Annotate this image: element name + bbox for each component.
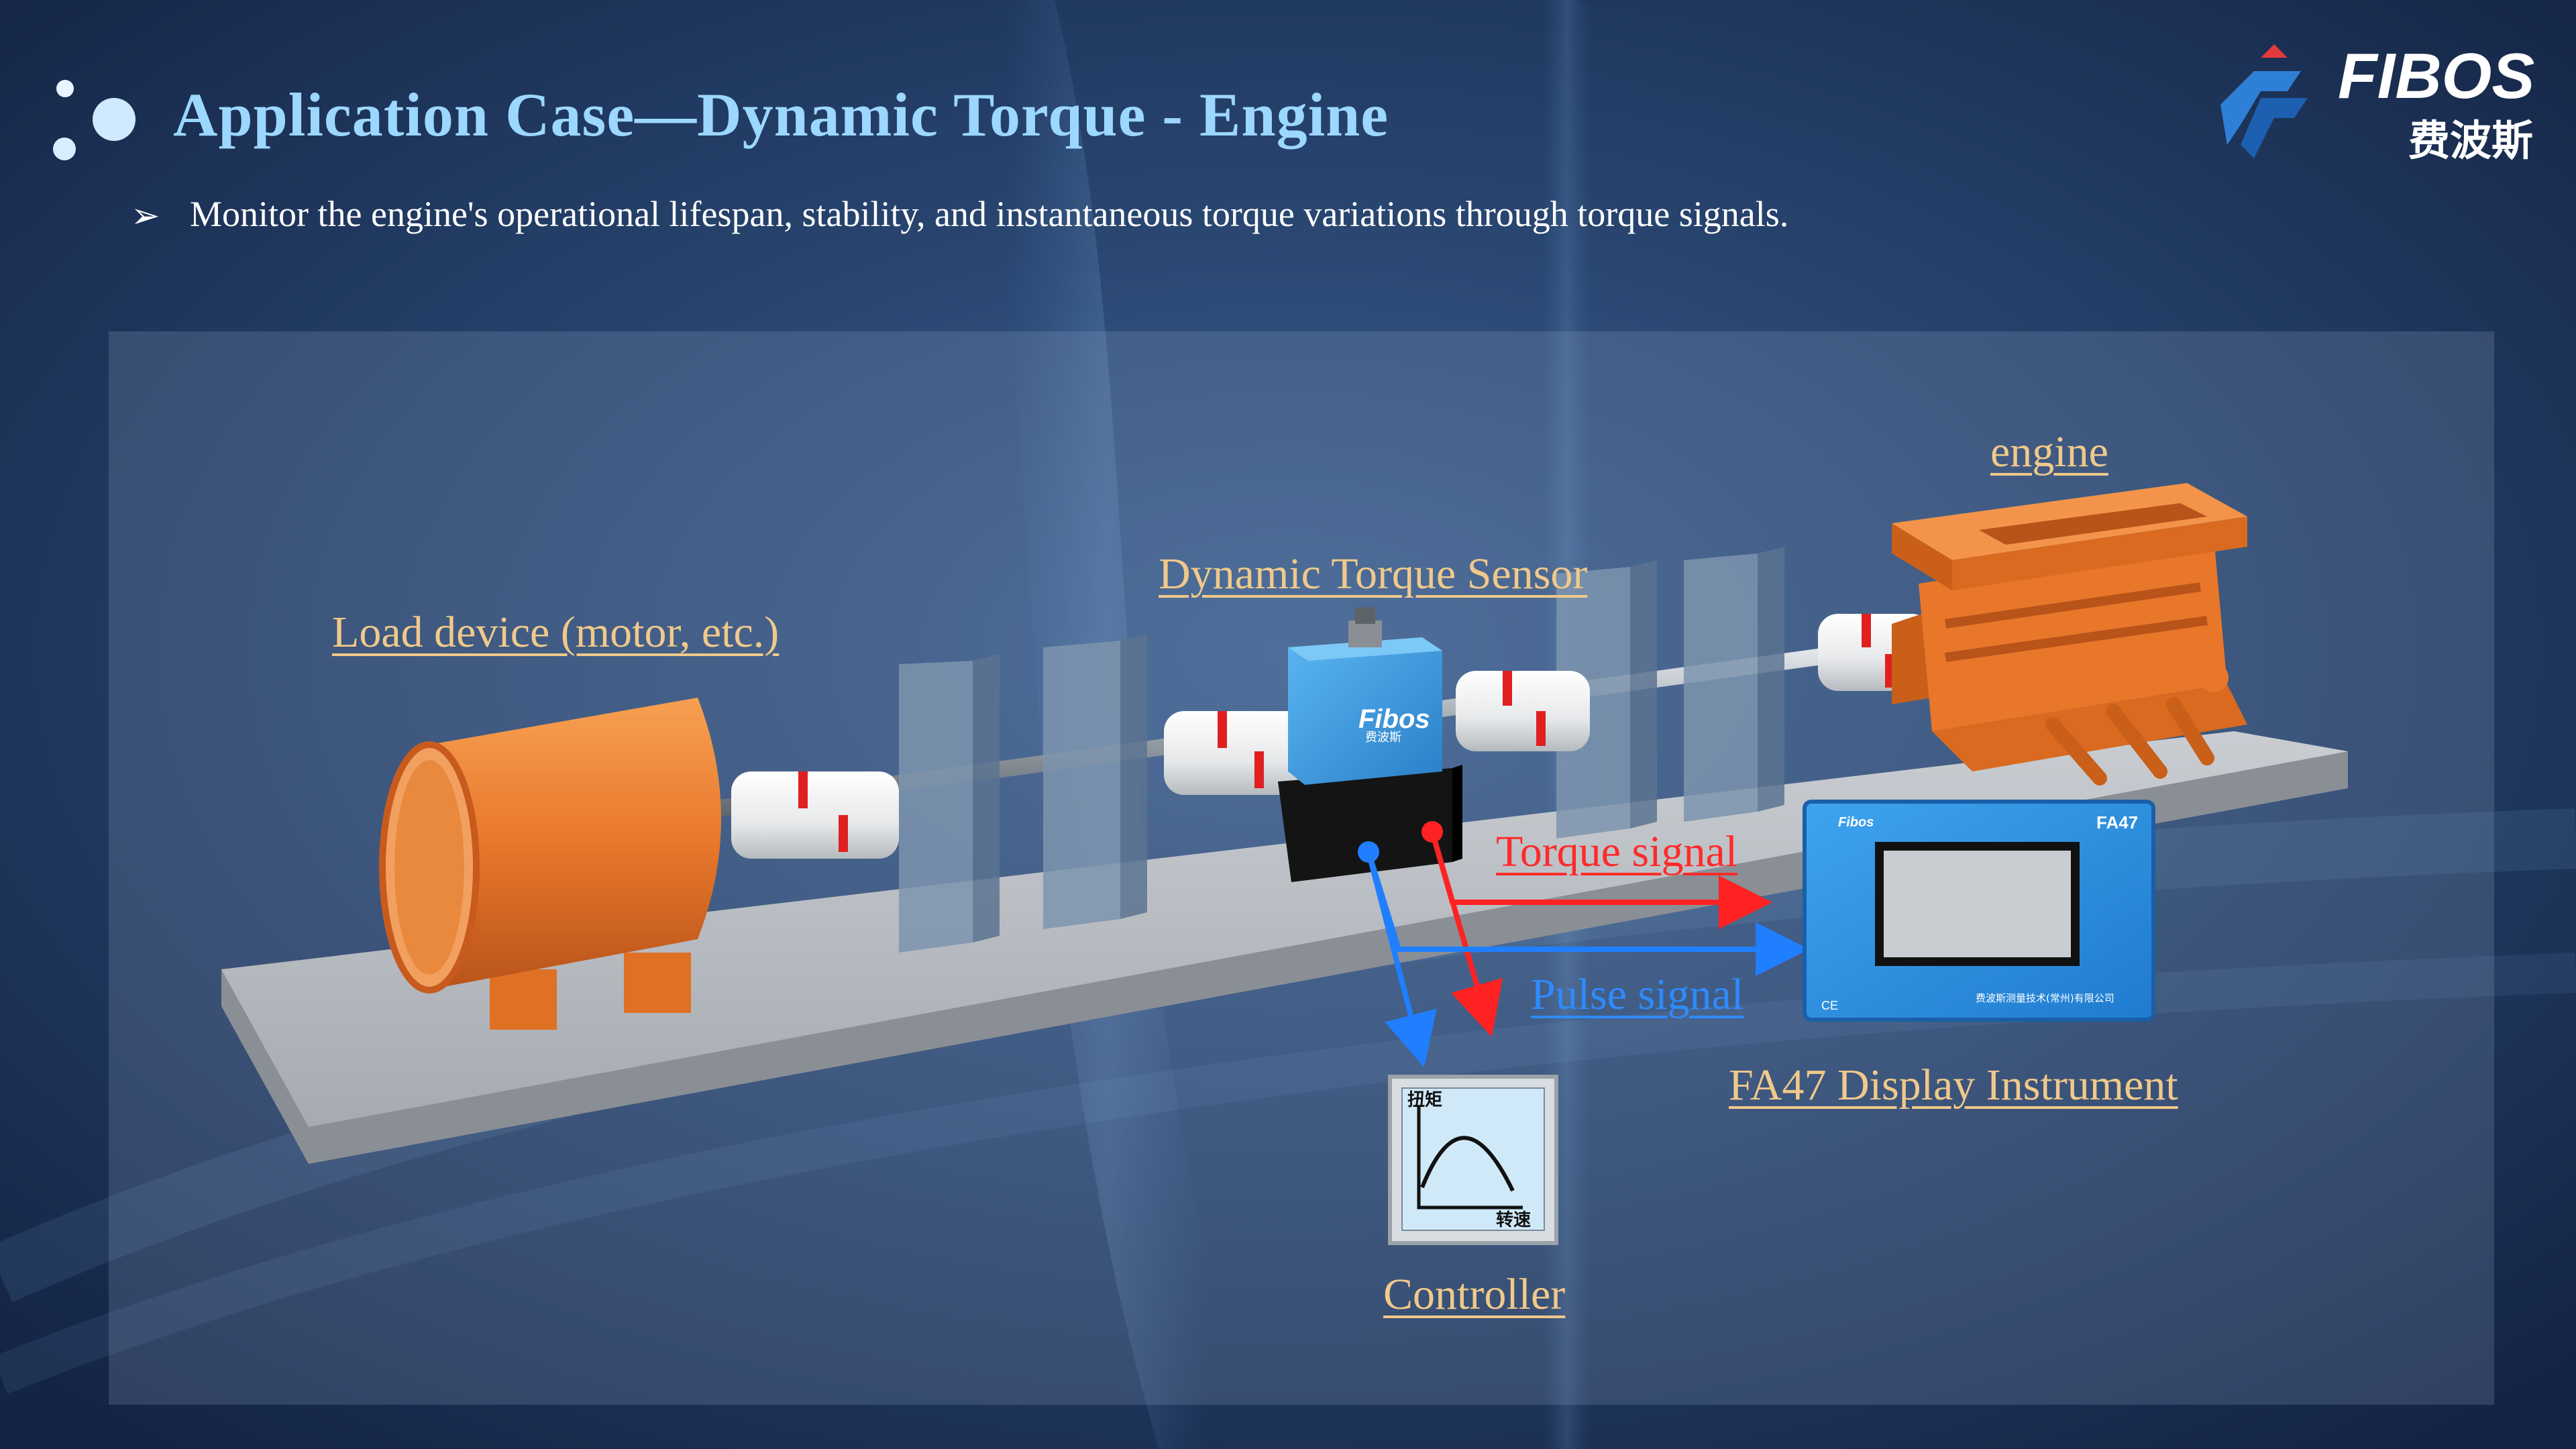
sensor-brand-text: Fibos xyxy=(1358,704,1430,734)
fa47-company-text: 费波斯测量技术(常州)有限公司 xyxy=(1976,992,2114,1004)
bearing-support-right-1 xyxy=(1556,560,1657,839)
coupling-sensor-right xyxy=(1456,671,1590,751)
label-torque-signal: Torque signal xyxy=(1496,827,1738,876)
label-engine: engine xyxy=(1990,427,2108,476)
label-load-device: Load device (motor, etc.) xyxy=(332,608,780,657)
pulse-signal-line xyxy=(1366,851,1809,1067)
bearing-support-right-2 xyxy=(1684,547,1784,822)
engine xyxy=(1892,483,2247,786)
label-controller: Controller xyxy=(1383,1270,1566,1319)
label-fa47-display: FA47 Display Instrument xyxy=(1729,1061,2178,1110)
bearing-support-left-2 xyxy=(1043,634,1147,929)
coupling-sensor-left xyxy=(1164,711,1311,795)
load-motor xyxy=(379,698,721,1030)
title-dots-icon xyxy=(53,80,136,160)
label-torque-sensor: Dynamic Torque Sensor xyxy=(1159,549,1588,598)
label-pulse-signal: Pulse signal xyxy=(1531,970,1744,1019)
logo-chinese-text: 费波斯 xyxy=(2408,116,2533,165)
controller-device: 扭矩 转速 xyxy=(1388,1075,1558,1245)
torque-sensor: Fibos 费波斯 xyxy=(1278,607,1462,882)
ce-mark-text: CE xyxy=(1821,999,1838,1012)
fa47-model-text: FA47 xyxy=(2096,812,2138,833)
fa47-display-instrument: FA47 Fibos 费波斯测量技术(常州)有限公司 CE xyxy=(1803,800,2155,1022)
bullet-arrow-icon: ➢ xyxy=(131,196,160,236)
controller-x-label: 转速 xyxy=(1496,1210,1531,1230)
controller-y-label: 扭矩 xyxy=(1407,1090,1442,1110)
torque-signal-line xyxy=(1430,830,1772,1037)
fa47-brand-text: Fibos xyxy=(1838,815,1874,830)
sensor-brand-cn-text: 费波斯 xyxy=(1365,731,1401,745)
logo-latin-text: FIBOS xyxy=(2338,44,2534,112)
description-text: Monitor the engine's operational lifespa… xyxy=(190,194,1789,234)
bearing-support-left-1 xyxy=(899,654,1000,953)
page-title: Application Case—Dynamic Torque - Engine xyxy=(173,80,1389,149)
coupling-left xyxy=(731,771,899,859)
fibos-logo: FIBOS 费波斯 xyxy=(2220,44,2534,165)
